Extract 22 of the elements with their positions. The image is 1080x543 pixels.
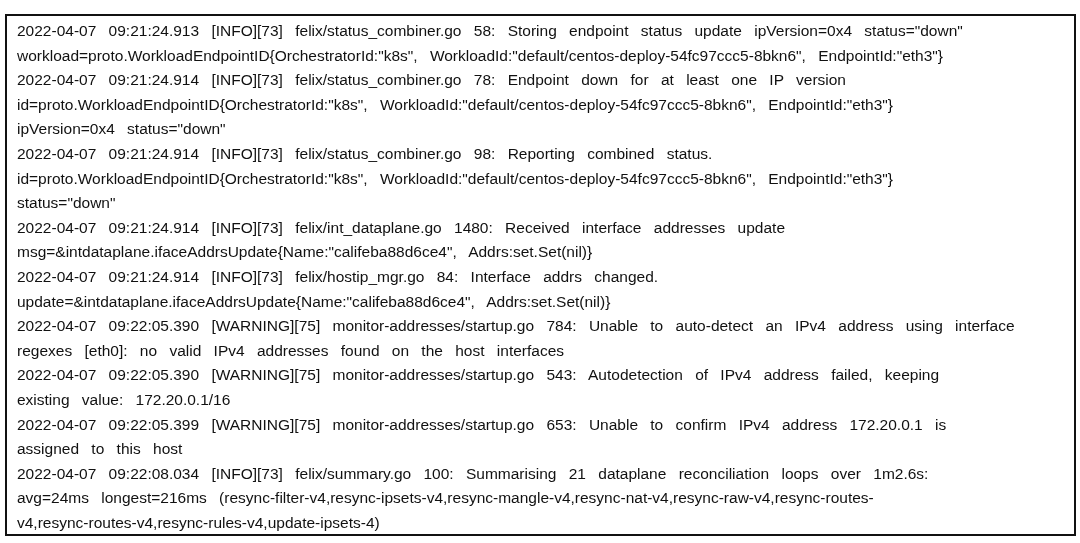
log-line: ipVersion=0x4 status="down" xyxy=(17,119,226,140)
log-panel xyxy=(5,14,1076,536)
log-line: msg=&intdataplane.ifaceAddrsUpdate{Name:"califeba88d6ce4", Addrs:set.Set(nil)} xyxy=(17,242,593,263)
log-line: avg=24ms longest=216ms (resync-filter-v4,resync-ipsets-v4,resync-mangle-v4,resync-nat-v4,resync-raw-v4,resync-routes- xyxy=(17,488,874,509)
log-line: 2022-04-07 09:21:24.914 [INFO][73] felix/status_combiner.go 78: Endpoint down for at least one IP version xyxy=(17,70,846,91)
log-line: 2022-04-07 09:22:05.399 [WARNING][75] monitor-addresses/startup.go 653: Unable to confirm IPv4 address 172.20.0.1 is xyxy=(17,414,947,435)
log-line: status="down" xyxy=(17,193,116,214)
log-line: 2022-04-07 09:21:24.914 [INFO][73] felix/status_combiner.go 98: Reporting combined status. xyxy=(17,143,713,164)
log-line: 2022-04-07 09:21:24.914 [INFO][73] felix/hostip_mgr.go 84: Interface addrs changed. xyxy=(17,266,659,287)
log-line: 2022-04-07 09:21:24.913 [INFO][73] felix/status_combiner.go 58: Storing endpoint status update ipVersion=0x4 status="down" xyxy=(17,21,963,41)
log-line: id=proto.WorkloadEndpointID{OrchestratorId:"k8s", WorkloadId:"default/centos-deploy-54fc97ccc5-8bkn6", EndpointId:"eth3"} xyxy=(17,168,894,189)
log-line: 2022-04-07 09:22:08.034 [INFO][73] felix/summary.go 100: Summarising 21 dataplane reconciliation loops over 1m2.6s: xyxy=(17,463,929,484)
log-line: 2022-04-07 09:22:05.390 [WARNING][75] monitor-addresses/startup.go 543: Autodetection of IPv4 address failed, keeping xyxy=(17,365,940,386)
log-line: id=proto.WorkloadEndpointID{OrchestratorId:"k8s", WorkloadId:"default/centos-deploy-54fc97ccc5-8bkn6", EndpointId:"eth3"} xyxy=(17,94,894,115)
log-line: 2022-04-07 09:22:05.390 [WARNING][75] monitor-addresses/startup.go 784: Unable to auto-detect an IPv4 address using interface xyxy=(17,316,1015,337)
log-line: existing value: 172.20.0.1/16 xyxy=(17,389,231,410)
log-line: update=&intdataplane.ifaceAddrsUpdate{Name:"califeba88d6ce4", Addrs:set.Set(nil)} xyxy=(17,291,611,312)
log-line: regexes [eth0]: no valid IPv4 addresses found on the host interfaces xyxy=(17,340,564,361)
log-line: v4,resync-routes-v4,resync-rules-v4,update-ipsets-4) xyxy=(17,512,380,533)
log-line: 2022-04-07 09:21:24.914 [INFO][73] felix/int_dataplane.go 1480: Received interface addresses update xyxy=(17,217,785,238)
log-line: workload=proto.WorkloadEndpointID{OrchestratorId:"k8s", WorkloadId:"default/centos-deploy-54fc97ccc5-8bkn6", EndpointId:"eth3"} xyxy=(17,45,943,66)
log-line: assigned to this host xyxy=(17,439,183,460)
